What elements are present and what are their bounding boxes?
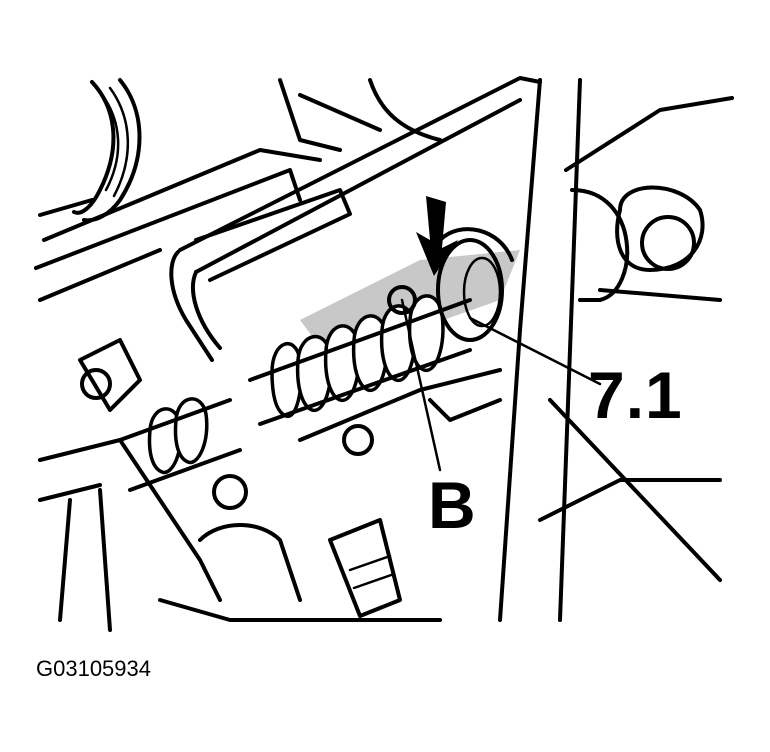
lower-housing [38, 338, 502, 632]
cable-bundle [38, 78, 142, 223]
lower-bolts [198, 424, 402, 618]
callout-b-label: B [428, 468, 476, 542]
leader-lines [400, 298, 602, 472]
bracket-rod [169, 76, 542, 362]
bolt-head-right [615, 185, 705, 272]
right-plate [498, 78, 734, 622]
upper-housing [34, 78, 442, 302]
callout-7-1-label: 7.1 [588, 358, 683, 432]
figure-id: G03105934 [36, 656, 151, 681]
down-arrow-icon [416, 196, 458, 276]
spring-end [387, 227, 514, 342]
